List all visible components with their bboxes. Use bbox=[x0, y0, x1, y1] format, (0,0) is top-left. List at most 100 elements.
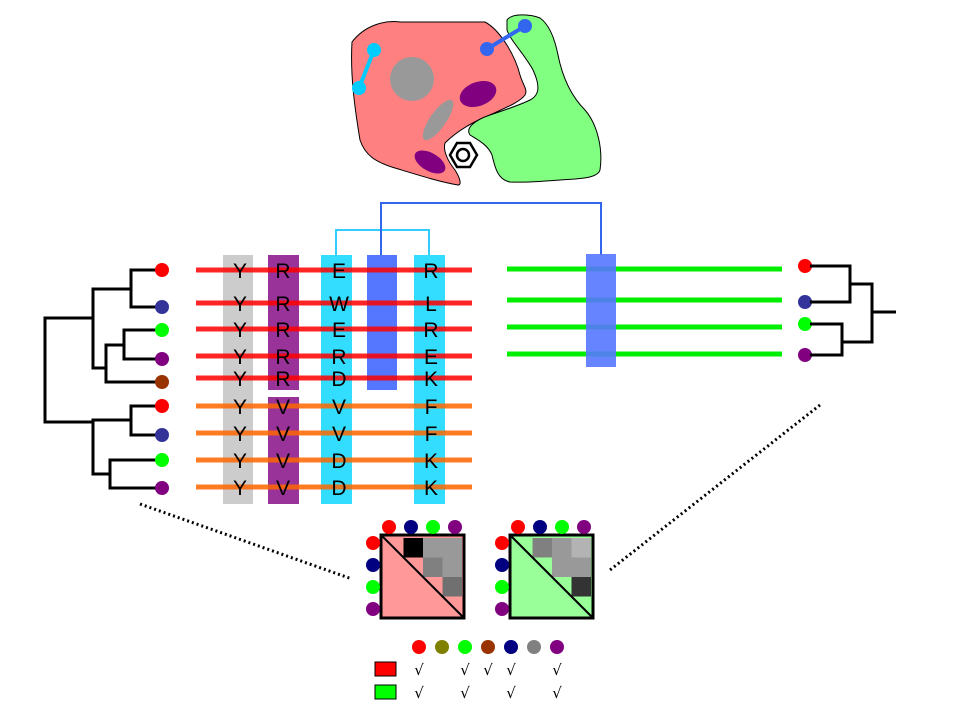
residue-label: K bbox=[424, 450, 438, 473]
species-dot bbox=[458, 640, 472, 654]
species-dot-top bbox=[555, 520, 569, 534]
tree-branch bbox=[104, 343, 158, 384]
residue-label: Y bbox=[233, 293, 247, 316]
species-dot-top bbox=[577, 520, 591, 534]
residue-label: R bbox=[275, 260, 290, 283]
species-dot bbox=[155, 481, 169, 495]
family-swatch-red bbox=[374, 661, 397, 677]
right-alignment bbox=[507, 254, 782, 367]
residue-label: F bbox=[425, 396, 438, 419]
species-dot bbox=[155, 352, 169, 366]
column-interface-contact bbox=[367, 255, 397, 390]
residue-label: V bbox=[276, 423, 290, 446]
check-mark: √ bbox=[460, 684, 470, 702]
species-dot bbox=[155, 428, 169, 442]
residue-label: Y bbox=[233, 346, 247, 369]
residue-label: D bbox=[331, 368, 346, 391]
check-mark: √ bbox=[483, 661, 493, 679]
species-dot bbox=[155, 453, 169, 467]
residue-label: Y bbox=[233, 423, 247, 446]
residue-label: R bbox=[331, 346, 346, 369]
species-dot-left bbox=[366, 558, 380, 572]
check-mark: √ bbox=[414, 661, 424, 679]
residue-label: Y bbox=[233, 368, 247, 391]
matrix-border bbox=[508, 533, 595, 620]
species-dot-left bbox=[495, 536, 509, 550]
species-dot bbox=[550, 640, 564, 654]
dotted-projection-right bbox=[609, 403, 821, 572]
residue-label: Y bbox=[233, 450, 247, 473]
species-dot bbox=[798, 259, 812, 273]
residue-label: V bbox=[276, 477, 290, 500]
protein-structure bbox=[351, 14, 602, 186]
matrix-cell bbox=[423, 557, 443, 577]
species-dot-left bbox=[366, 602, 380, 616]
tree-branch bbox=[108, 458, 158, 490]
matrix-diagonal bbox=[509, 534, 594, 619]
right-phylogenetic-tree bbox=[798, 259, 896, 362]
tree-branch bbox=[91, 287, 131, 370]
matrix-diagonal bbox=[380, 534, 465, 619]
matrix-cell bbox=[442, 577, 462, 597]
residue-label: V bbox=[276, 450, 290, 473]
species-dot-top bbox=[404, 520, 418, 534]
residue-label: F bbox=[425, 423, 438, 446]
species-dot bbox=[798, 348, 812, 362]
matrix-cell bbox=[571, 557, 591, 577]
matrix-cell bbox=[552, 557, 572, 577]
residue-label: E bbox=[332, 260, 346, 283]
matrix-cell bbox=[423, 538, 443, 558]
residue-label: R bbox=[275, 319, 290, 342]
residue-label: R bbox=[275, 368, 290, 391]
species-dot bbox=[504, 640, 518, 654]
matrix-cell bbox=[403, 538, 423, 558]
species-dot-top bbox=[382, 520, 396, 534]
green-family-distance-matrix bbox=[495, 520, 595, 620]
species-dot-left bbox=[495, 580, 509, 594]
residue-label: E bbox=[424, 346, 438, 369]
purple-helix-1 bbox=[459, 80, 497, 108]
species-dot-top bbox=[426, 520, 440, 534]
matrix-cell bbox=[442, 538, 462, 558]
matrix-cell bbox=[532, 538, 552, 558]
check-mark: √ bbox=[506, 661, 516, 679]
protein-b-shape bbox=[468, 14, 602, 183]
tree-branch bbox=[122, 328, 158, 361]
column-class-R bbox=[268, 255, 299, 390]
residue-label: E bbox=[332, 319, 346, 342]
distance-matrices bbox=[366, 520, 595, 620]
species-dot-top bbox=[511, 520, 525, 534]
residue-label: D bbox=[331, 477, 346, 500]
purple-helix-2 bbox=[414, 150, 446, 174]
residue-label: V bbox=[332, 396, 346, 419]
tree-branch bbox=[842, 282, 874, 344]
left-phylogenetic-tree bbox=[43, 263, 169, 495]
check-mark: √ bbox=[552, 684, 562, 702]
matrix-cell bbox=[571, 538, 591, 558]
family-swatch-green bbox=[374, 684, 397, 700]
residue-label: Y bbox=[233, 396, 247, 419]
intra-contact-cyan bbox=[352, 43, 381, 95]
species-dot-left bbox=[495, 558, 509, 572]
interface-bracket-blue bbox=[380, 202, 602, 255]
matrix-cell bbox=[571, 577, 591, 597]
protein-a-shape bbox=[351, 21, 527, 186]
species-dot-top bbox=[533, 520, 547, 534]
species-dot bbox=[435, 640, 449, 654]
species-dot-left bbox=[366, 536, 380, 550]
residue-label: Y bbox=[233, 477, 247, 500]
residue-label: W bbox=[329, 293, 349, 316]
residue-label: R bbox=[275, 346, 290, 369]
tree-branch bbox=[129, 404, 158, 437]
residue-label: K bbox=[424, 477, 438, 500]
residue-label: R bbox=[423, 260, 438, 283]
species-dot bbox=[412, 640, 426, 654]
gray-domain bbox=[390, 57, 434, 101]
species-dot bbox=[155, 323, 169, 337]
residue-label: V bbox=[332, 423, 346, 446]
gray-helix bbox=[422, 99, 454, 141]
residue-label: K bbox=[424, 368, 438, 391]
dotted-projection-left bbox=[139, 502, 353, 581]
